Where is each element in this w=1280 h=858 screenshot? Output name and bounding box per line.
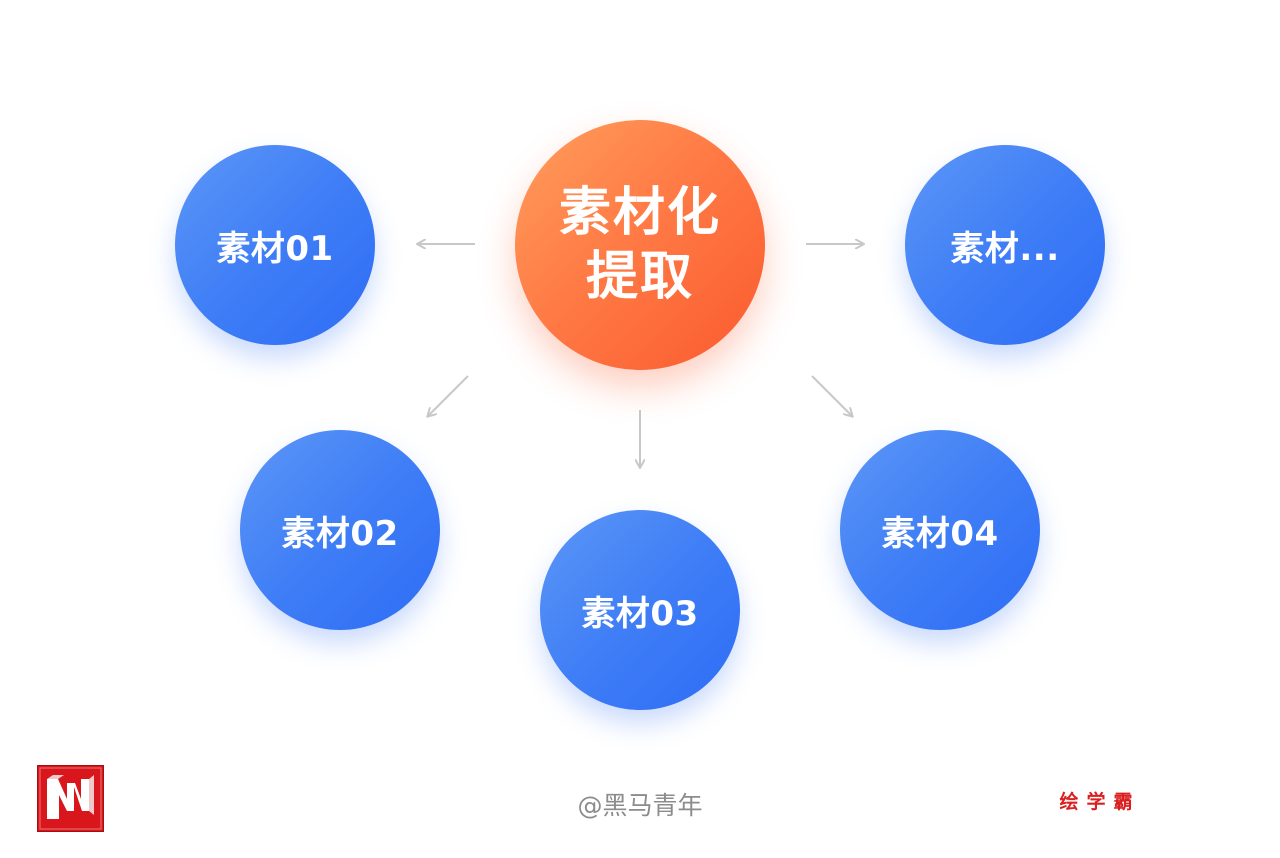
center-node-text: 素材化 提取: [559, 181, 721, 309]
logo-w-icon: [39, 767, 102, 830]
node-04-label: 素材04: [881, 513, 999, 554]
arrow-to-node-02: [428, 375, 469, 416]
node-02-label: 素材02: [281, 513, 399, 554]
arrow-to-node-04: [811, 375, 852, 416]
center-node-line-1: 素材化: [558, 183, 721, 243]
node-03-label: 素材03: [581, 593, 699, 634]
node-more-label: 素材...: [950, 228, 1060, 269]
center-node: 素材化 提取: [515, 120, 765, 370]
node-02: 素材02: [240, 430, 440, 630]
node-01: 素材01: [175, 145, 375, 345]
watermark-text: @黑马青年: [577, 791, 703, 820]
brand-logo: [37, 765, 104, 832]
center-node-line-2: 提取: [585, 247, 694, 307]
brand-text: 绘学霸: [1059, 791, 1141, 813]
node-03: 素材03: [540, 510, 740, 710]
node-01-label: 素材01: [216, 228, 334, 269]
node-more: 素材...: [905, 145, 1105, 345]
node-04: 素材04: [840, 430, 1040, 630]
